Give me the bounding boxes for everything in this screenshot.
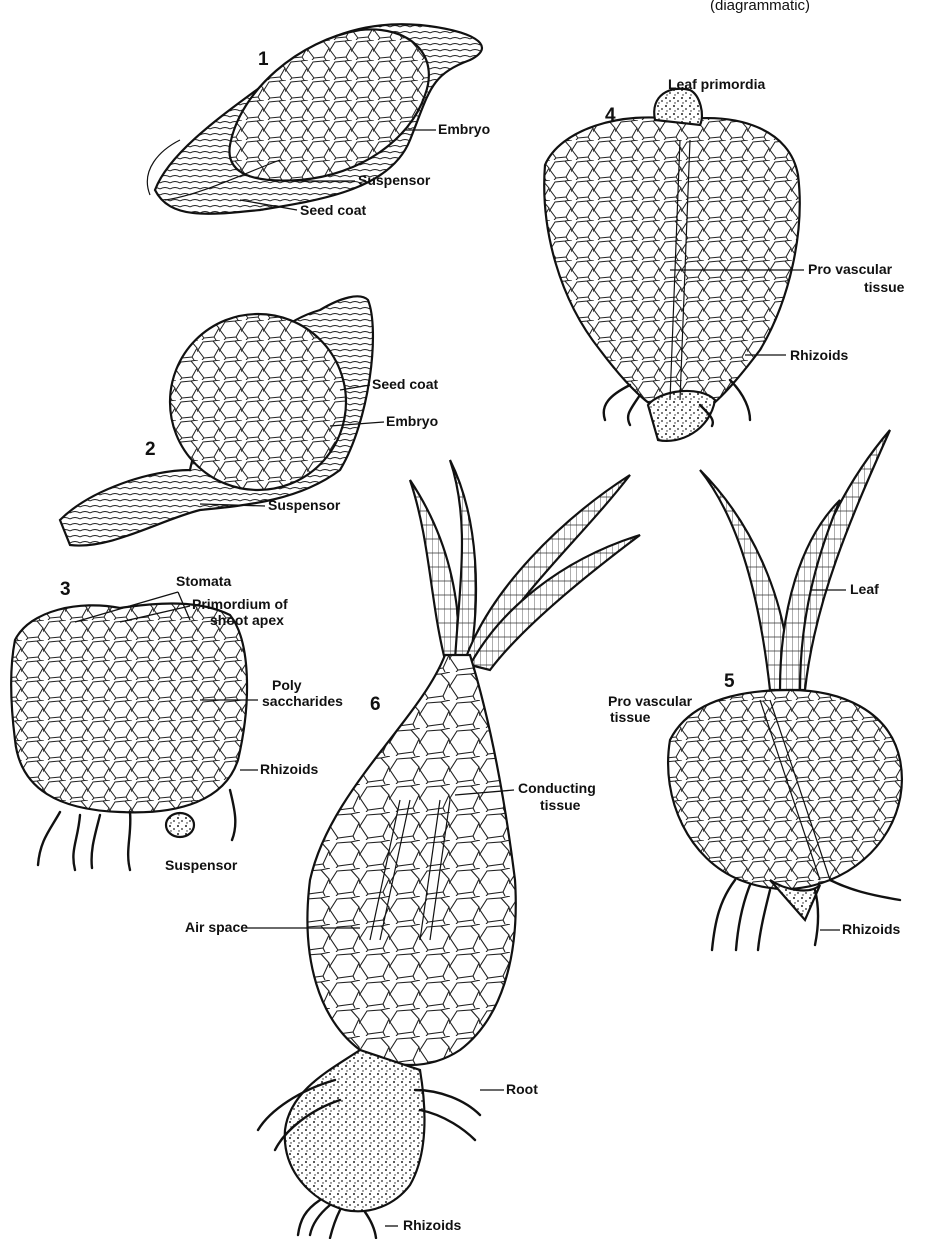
stage-1 (147, 24, 482, 214)
stage-6-label-air-space: Air space (185, 919, 248, 935)
stage-6 (258, 460, 640, 1238)
stage-3-label-rhizoids: Rhizoids (260, 761, 319, 777)
stage-3-label-suspensor: Suspensor (165, 857, 238, 873)
stage-4-label-rhizoids: Rhizoids (790, 347, 849, 363)
stage-3-label-saccharides: saccharides (262, 693, 343, 709)
stage-2-embryo-shape (170, 314, 346, 490)
stage-5-label-tissue: tissue (610, 709, 651, 725)
stage-5-body-shape (668, 690, 902, 889)
stage-3-label-shoot-apex: shoot apex (210, 612, 284, 628)
stage-5 (668, 430, 902, 950)
stage-2-label-embryo: Embryo (386, 413, 438, 429)
stage-5-number: 5 (724, 671, 735, 692)
stage-3-label-poly: Poly (272, 677, 302, 693)
stage-5-label-pro-vascular: Pro vascular (608, 693, 693, 709)
stage-6-body-shape (307, 655, 515, 1065)
stage-3 (11, 604, 247, 870)
stage-1-label-seed-coat: Seed coat (300, 202, 366, 218)
stage-3-label-stomata: Stomata (176, 573, 231, 589)
stage-6-label-conducting: Conducting (518, 780, 596, 796)
stage-3-label-primordium: Primordium of (192, 596, 288, 612)
stage-6-number: 6 (370, 694, 381, 715)
stage-4-label-tissue: tissue (864, 279, 905, 295)
stage-4-body-shape (544, 117, 799, 420)
stage-2-number: 2 (145, 439, 156, 460)
stage-5-label-rhizoids: Rhizoids (842, 921, 901, 937)
stage-4-label-pro-vascular: Pro vascular (808, 261, 893, 277)
stage-2-label-suspensor: Suspensor (268, 497, 341, 513)
stage-6-label-rhizoids: Rhizoids (403, 1217, 462, 1233)
stage-6-label-tissue: tissue (540, 797, 581, 813)
stage-2-label-seed-coat: Seed coat (372, 376, 438, 392)
stage-1-number: 1 (258, 49, 269, 70)
stage-1-label-suspensor: Suspensor (358, 172, 431, 188)
stage-4-number: 4 (605, 105, 616, 126)
stage-1-label-embryo: Embryo (438, 121, 490, 137)
stage-4-label-leaf-primordia: Leaf primordia (668, 76, 765, 92)
stage-3-number: 3 (60, 579, 71, 600)
stage-4 (544, 89, 799, 441)
stage-3-body-shape (11, 604, 247, 813)
stage-6-label-root: Root (506, 1081, 538, 1097)
figure-caption: (diagrammatic) (710, 0, 810, 14)
stage-5-label-leaf: Leaf (850, 581, 879, 597)
